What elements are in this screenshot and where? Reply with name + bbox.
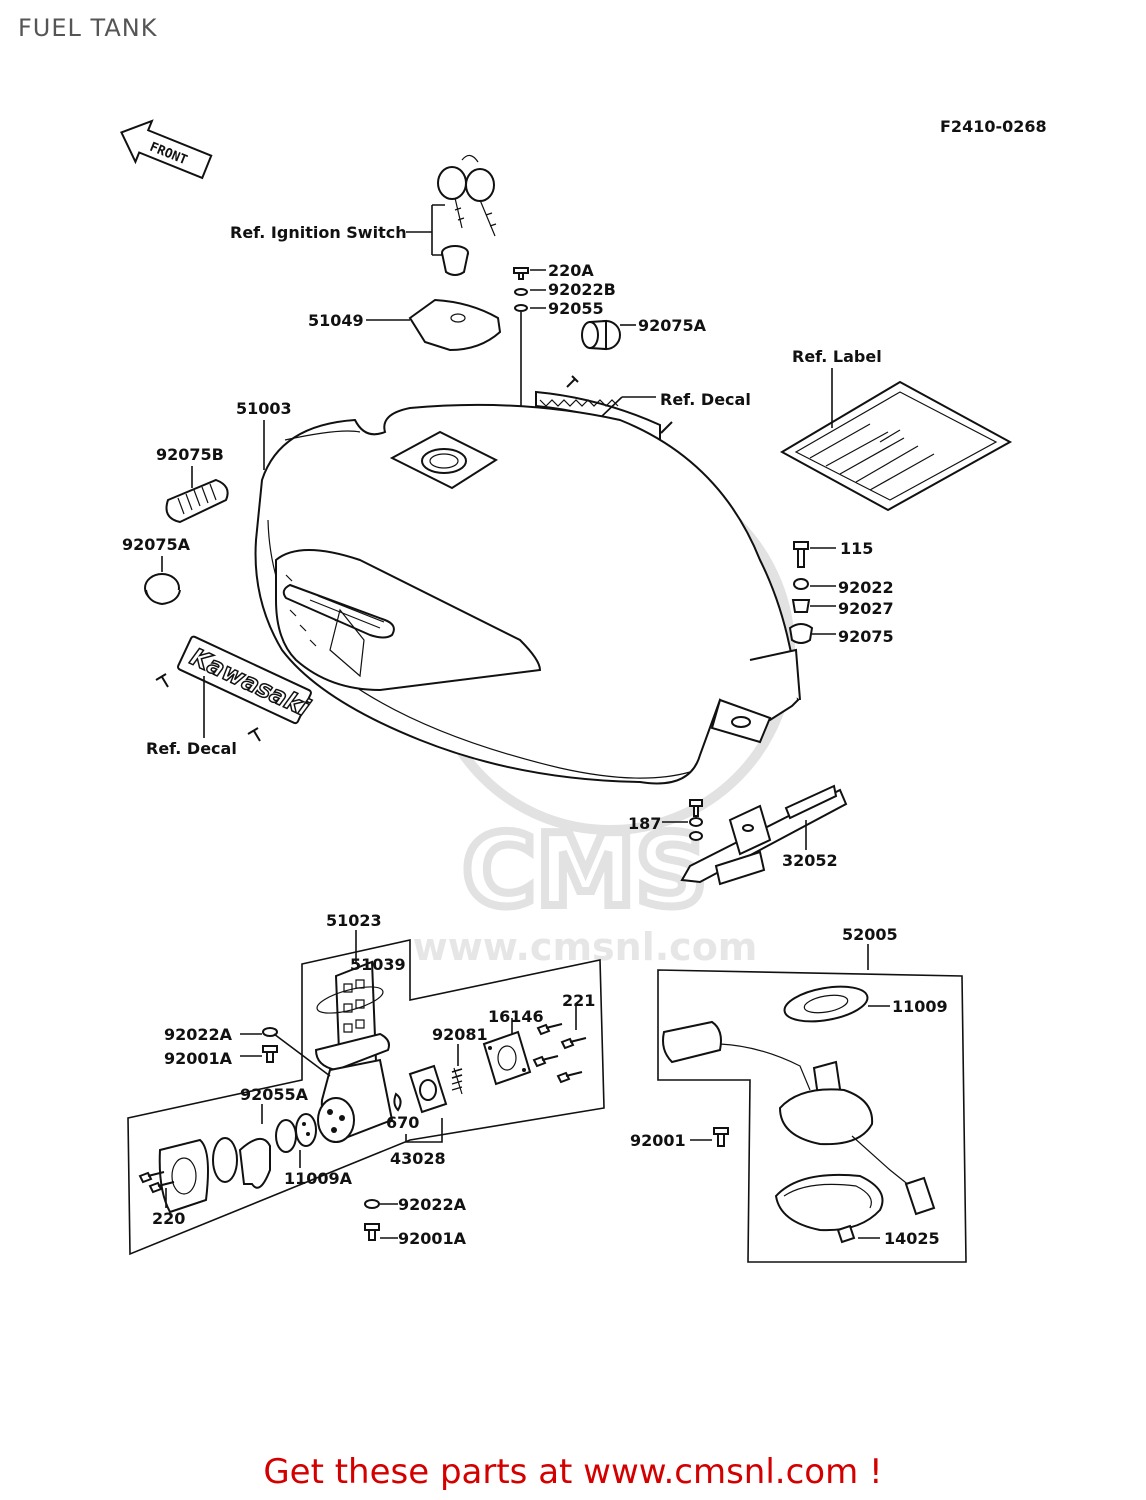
part-51003-fuel-tank [254,403,801,785]
label-92081: 92081 [432,1025,488,1044]
screw-washer-stack [513,267,529,312]
label-52005: 52005 [842,925,898,944]
label-16146: 16146 [488,1007,544,1026]
label-51023: 51023 [326,911,382,930]
part-43028-diaphragm [408,1064,448,1114]
label-92075B: 92075B [156,445,224,464]
label-92022B: 92022B [548,280,616,299]
label-14025: 14025 [884,1229,940,1248]
label-92022A-left: 92022A [164,1025,233,1044]
fuel-tap-group-frame [127,939,605,1256]
watermark-url: www.cmsnl.com [413,925,758,969]
fuel-gauge-group-frame [657,969,967,1263]
screw-92001 [713,1127,729,1147]
part-fuel-tap-lever-set [158,1113,317,1214]
label-11009: 11009 [892,997,948,1016]
part-92075A-damper [581,319,621,351]
label-92001A-bottom: 92001A [398,1229,467,1248]
label-220: 220 [152,1209,185,1228]
bolt-115-stack [788,541,814,644]
label-92001: 92001 [630,1131,686,1150]
label-221: 221 [562,991,595,1010]
screw-92001A-bottom [364,1199,380,1241]
label-92055: 92055 [548,299,604,318]
figure-code: F2410-0268 [940,117,1047,136]
page-title: FUEL TANK [18,14,158,42]
ref-label-plate [779,380,1013,512]
part-fuel-gauge-sender [662,1020,936,1216]
screws-221 [532,1023,587,1084]
keys-icon [437,154,497,237]
part-16146-cover [482,1030,532,1086]
footer-cta-link[interactable]: Get these parts at www.cmsnl.com ! [263,1452,883,1492]
front-arrow: FRONT [120,119,213,180]
label-11009A: 11009A [284,1169,353,1188]
ignition-cylinder-icon [441,245,469,276]
label-92022A-bottom: 92022A [398,1195,467,1214]
part-14025-guard [774,1173,884,1244]
label-115: 115 [840,539,873,558]
decal-screw-left-icon [155,673,169,688]
part-51049-cap-cover [408,298,502,352]
label-92075: 92075 [838,627,894,646]
label-92075A-left: 92075A [122,535,191,554]
label-92027: 92027 [838,599,894,618]
bolt-187-stack [689,799,703,841]
label-51049: 51049 [308,311,364,330]
part-fuel-tap-body [314,1032,394,1143]
label-ref-decal-left: Ref. Decal [146,739,237,758]
label-92001A-left: 92001A [164,1049,233,1068]
label-92075A-top: 92075A [638,316,707,335]
label-32052: 32052 [782,851,838,870]
label-51039: 51039 [350,955,406,974]
part-32052-bracket [680,784,848,886]
parts-diagram: CMS www.cmsnl.com F2410-0268 FRONT Ref. … [120,117,1047,1263]
label-92055A: 92055A [240,1085,309,1104]
label-92022: 92022 [838,578,894,597]
part-92075A-left-damper [144,573,181,606]
label-ref-decal-top: Ref. Decal [660,390,751,409]
label-51003: 51003 [236,399,292,418]
watermark-logo: CMS [463,812,708,929]
decal-screw-right-icon [247,727,261,742]
part-92075B-grommet [165,478,229,524]
label-187: 187 [628,814,661,833]
part-11009-gasket [783,985,869,1023]
label-ref-label: Ref. Label [792,347,882,366]
part-92081-spring [451,1067,463,1095]
label-43028: 43028 [390,1149,446,1168]
part-670-oring [393,1092,402,1112]
screw-92001A-left [262,1027,278,1063]
label-670: 670 [386,1113,419,1132]
label-220A: 220A [548,261,594,280]
screws-220 [138,1171,175,1194]
label-ref-ignition-switch: Ref. Ignition Switch [230,223,407,242]
